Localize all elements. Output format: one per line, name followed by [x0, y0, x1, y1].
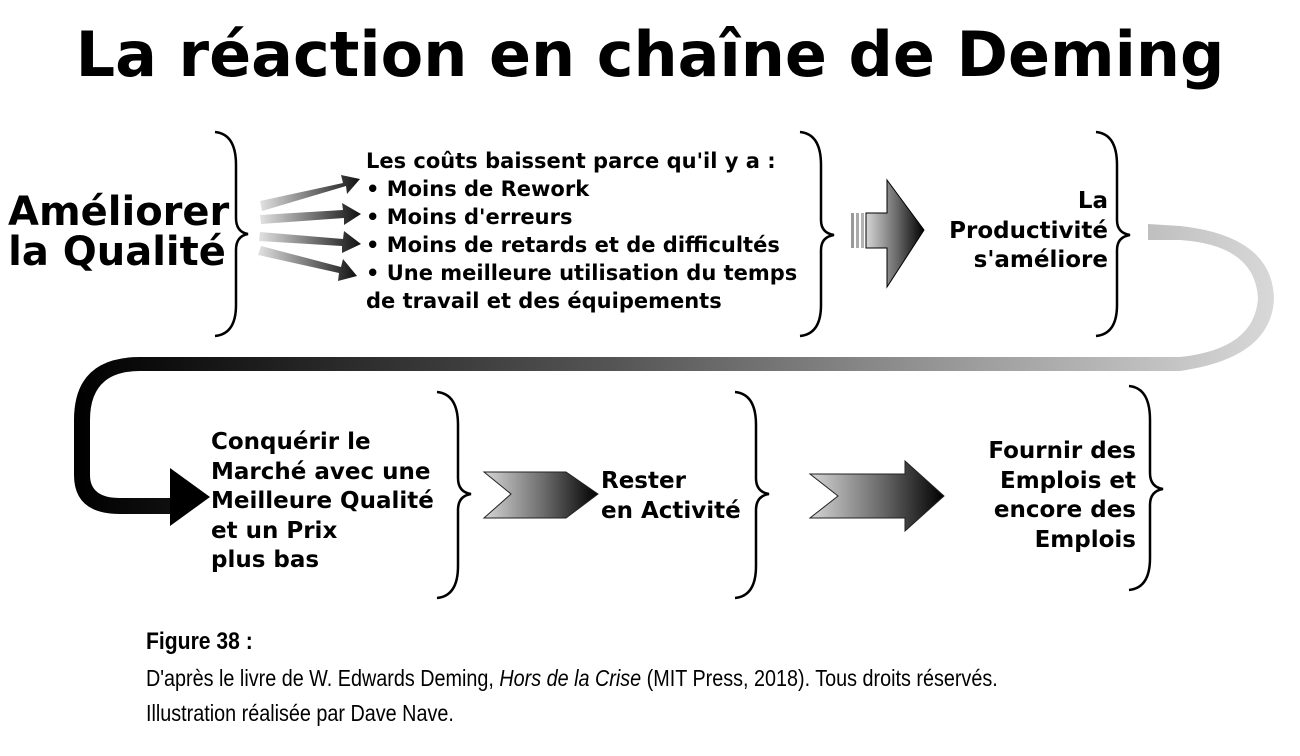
productivity-node: La Productivité s'améliore: [920, 187, 1108, 276]
arrow-delays: [259, 231, 361, 253]
loop-arrowhead: [170, 468, 210, 526]
business-line2: en Activité: [601, 497, 741, 524]
arrow-usage: [258, 246, 357, 281]
figure-caption-credit: Illustration réalisée par Dave Nave.: [146, 700, 454, 726]
arrow-rework: [260, 175, 360, 211]
brace-business: [734, 390, 770, 600]
brace-quality: [214, 130, 249, 338]
caption-prefix: D'après le livre de W. Edwards Deming,: [146, 665, 500, 691]
jobs-arrow: [808, 459, 945, 533]
cost-reasons: Les coûts baissent parce qu'il y a : • M…: [366, 147, 797, 315]
diagram-title: La réaction en chaîne de Deming: [75, 18, 1225, 91]
jobs-line: Emplois: [1034, 526, 1136, 553]
productivity-line3: s'améliore: [973, 247, 1108, 273]
cost-item: • Moins de retards et de difficultés: [366, 233, 780, 257]
market-line: Marché avec une: [211, 458, 431, 485]
provide-jobs-node: Fournir des Emplois et encore des Emploi…: [950, 437, 1136, 555]
caption-book-title: Hors de la Crise: [499, 665, 642, 691]
jobs-line: Fournir des: [988, 438, 1136, 464]
cost-item: • Moins de Rework: [366, 177, 590, 201]
business-arrow: [482, 471, 599, 519]
figure-caption-source: D'après le livre de W. Edwards Deming, H…: [146, 665, 998, 692]
market-line: Conquérir le: [211, 429, 371, 455]
improve-quality-line2: la Qualité: [8, 229, 226, 275]
improve-quality-node: Améliorer la Qualité: [8, 189, 230, 275]
jobs-line: Emplois et: [999, 467, 1136, 494]
market-line: plus bas: [211, 547, 320, 573]
improve-quality-line1: Améliorer: [8, 189, 230, 235]
market-line: et un Prix: [211, 517, 338, 544]
capture-market-node: Conquérir le Marché avec une Meilleure Q…: [211, 428, 434, 576]
market-line: Meilleure Qualité: [211, 488, 434, 514]
brace-productivity: [1095, 130, 1131, 338]
business-line1: Rester: [601, 468, 686, 494]
brace-jobs: [1128, 384, 1164, 592]
stay-in-business-node: Rester en Activité: [601, 467, 741, 526]
productivity-line2: Productivité: [949, 217, 1108, 244]
caption-suffix: (MIT Press, 2018). Tous droits réservés.: [641, 665, 998, 691]
productivity-arrow: [851, 178, 925, 289]
cost-item-continuation: de travail et des équipements: [366, 289, 722, 313]
small-arrows: [258, 175, 361, 281]
arrow-errors: [260, 203, 361, 225]
brace-market: [436, 390, 472, 600]
cost-item: • Moins d'erreurs: [366, 205, 573, 229]
jobs-line: encore des: [993, 497, 1136, 523]
figure-label: Figure 38 :: [146, 628, 253, 655]
productivity-line1: La: [1077, 188, 1108, 214]
cost-heading: Les coûts baissent parce qu'il y a :: [366, 149, 776, 173]
cost-item: • Une meilleure utilisation du temps: [366, 261, 798, 285]
brace-costs: [799, 130, 835, 338]
